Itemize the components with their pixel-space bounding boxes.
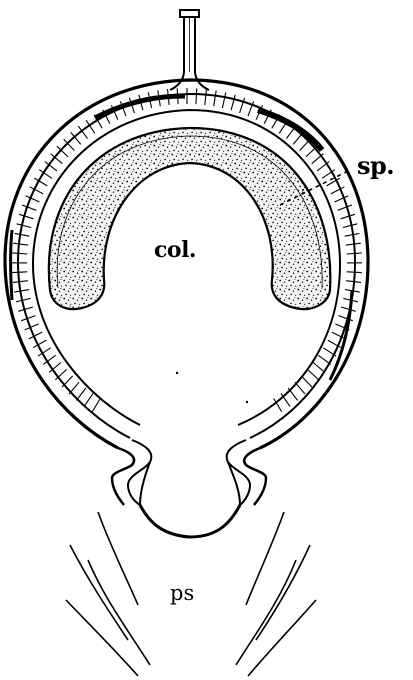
label-col: col. (154, 239, 196, 261)
wall-hatch-line (205, 89, 207, 105)
wall-hatch-line (313, 363, 325, 373)
wall-hatch-line (343, 224, 358, 228)
wall-hatch-line (318, 355, 330, 364)
wall-hatch-line (16, 298, 31, 301)
wall-hatch-line (301, 376, 312, 387)
wall-hatch-line (307, 369, 318, 380)
wall-hatch-line (306, 146, 317, 157)
wall-hatch-line (26, 196, 40, 202)
wall-hatch-line (76, 388, 86, 400)
wall-hatch-line (295, 382, 305, 394)
wall-hatch-line (335, 196, 349, 202)
wall-hatch-line (18, 307, 33, 311)
wall-hatch-line (222, 92, 225, 108)
wall-hatch-line (13, 243, 28, 245)
wall-hatch-line (22, 205, 36, 210)
wall-hatch-line (312, 154, 324, 164)
wall-hatch-line (12, 253, 27, 254)
wall-hatch-line (347, 272, 362, 273)
wall-hatch-line (347, 253, 362, 254)
stalk (170, 10, 209, 90)
wall-hatch-line (13, 281, 28, 283)
wall-hatch-line (17, 224, 32, 228)
wall-hatch-line (12, 272, 27, 273)
wall-hatch-line (14, 290, 29, 293)
wall-hatch-line (288, 388, 298, 400)
wall-hatch-line (300, 139, 311, 150)
label-sp: sp. (357, 154, 394, 178)
wall-hatch-line (214, 91, 217, 107)
neck (112, 440, 266, 537)
wall-hatch-line (341, 214, 355, 219)
wall-hatch-line (341, 307, 356, 311)
wall-hatch-line (196, 88, 197, 104)
wall-hatch-line (345, 233, 360, 236)
wall-hatch-line (15, 233, 30, 236)
label-ps: ps (170, 583, 194, 604)
spore-mass (49, 128, 331, 309)
wall-hatch-line (84, 393, 93, 406)
chamber-floor (140, 505, 240, 537)
wall-hatch-line (231, 95, 235, 110)
wall-hatch-line (19, 214, 33, 219)
wall-hatch-line (69, 382, 79, 394)
wall-hatch-line (62, 376, 73, 387)
wall-hatch-line (92, 399, 100, 412)
wall-hatch-line (338, 205, 352, 210)
